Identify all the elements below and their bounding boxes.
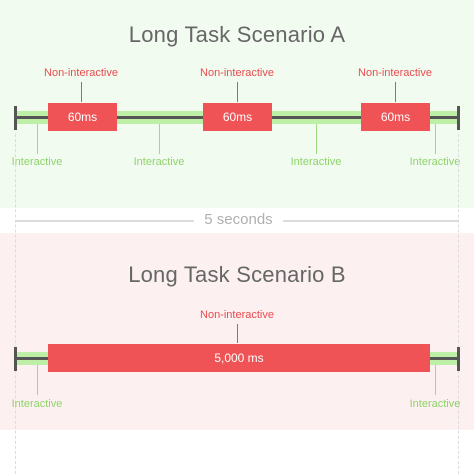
scenario-b-title: Long Task Scenario B <box>128 262 346 287</box>
interactive-label: Interactive <box>11 156 63 168</box>
interactive-label: Interactive <box>409 398 461 410</box>
long-task-block: 60ms <box>48 103 117 131</box>
task-annotation-tick <box>395 82 396 102</box>
interactive-tick <box>159 124 160 154</box>
duration-label: 5 seconds <box>204 211 273 228</box>
interactive-label: Interactive <box>133 156 185 168</box>
timeline-start-cap <box>14 347 17 371</box>
task-annotation: Non-interactive <box>44 67 118 79</box>
interactive-label: Interactive <box>11 398 63 410</box>
long-task-block: 60ms <box>361 103 430 131</box>
dashed-guide <box>15 134 16 474</box>
duration-divider: 5 seconds <box>0 134 474 474</box>
interactive-tick <box>435 365 436 395</box>
timeline-end-cap <box>457 106 460 130</box>
duration-line-left <box>16 220 194 222</box>
duration-line-right <box>283 220 458 222</box>
task-annotation-tick <box>81 82 82 102</box>
interactive-tick <box>316 124 317 154</box>
timeline-start-cap <box>14 106 17 130</box>
timeline-end-cap <box>457 347 460 371</box>
scenario-b-timeline: Non-interactive 5,000 ms Interactive Int… <box>0 233 474 430</box>
interactive-tick <box>37 365 38 395</box>
task-annotation: Non-interactive <box>200 309 274 321</box>
dashed-guide <box>458 134 459 474</box>
scenario-a-timeline: Non-interactive 60ms Non-interactive 60m… <box>0 0 474 208</box>
interactive-tick <box>37 124 38 154</box>
scenario-a-title: Long Task Scenario A <box>128 22 346 47</box>
long-task-block: 5,000 ms <box>48 344 430 372</box>
task-annotation: Non-interactive <box>200 67 274 79</box>
interactive-label: Interactive <box>409 156 461 168</box>
task-annotation: Non-interactive <box>358 67 432 79</box>
task-annotation-tick <box>237 82 238 102</box>
interactive-tick <box>435 124 436 154</box>
interactive-label: Interactive <box>290 156 342 168</box>
long-task-block: 60ms <box>203 103 272 131</box>
task-annotation-tick <box>237 324 238 343</box>
